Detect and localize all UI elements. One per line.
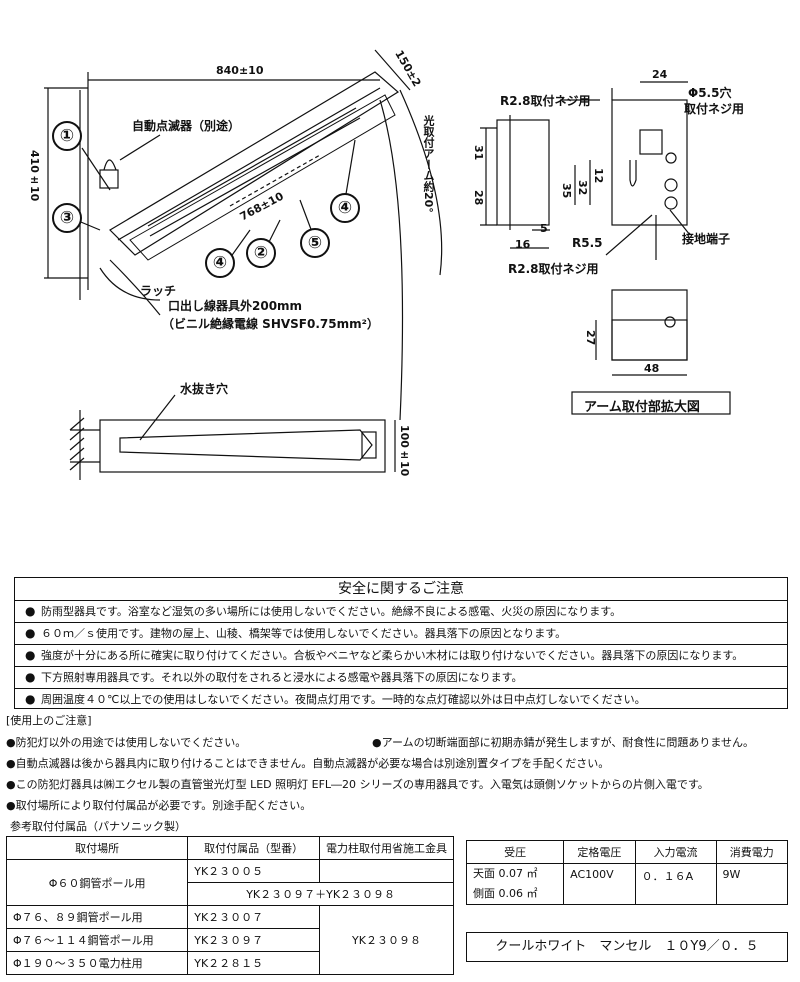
safety-item-text: 強度が十分にある所に確実に取り付けてください。合板やベニヤなど柔らかい木材には取… bbox=[41, 649, 744, 662]
bullet-icon: ● bbox=[25, 670, 36, 684]
cover-width-dimension: 100±10 bbox=[398, 425, 411, 477]
pressure-side: 側面 0.06 ㎡ bbox=[473, 887, 538, 900]
height-dimension: 410±10 bbox=[28, 150, 41, 202]
safety-item: ● 強度が十分にある所に確実に取り付けてください。合板やベニヤなど柔らかい木材には… bbox=[15, 645, 787, 667]
table-cell: YK２３０９７ bbox=[187, 928, 320, 952]
detail-dim-32: 32 bbox=[576, 180, 589, 196]
r55-label: R5.5 bbox=[572, 236, 603, 250]
safety-item-text: ６０ｍ／ｓ使用です。建物の屋上、山稜、橋架等では使用しないでください。器具落下の… bbox=[41, 627, 567, 640]
wire-label: 口出し線器具外200mm bbox=[168, 299, 303, 313]
table-header-row: 取付場所 取付付属品（型番） 電力柱取付用省施工金具 bbox=[5, 836, 454, 860]
usage-note-5: ●取付場所により取付付属品が必要です。別途手配ください。 bbox=[6, 799, 312, 812]
part-marker-4a: ④ bbox=[205, 248, 235, 278]
usage-heading: [使用上のご注意] bbox=[6, 714, 92, 727]
sensor-label: 自動点滅器（別途） bbox=[132, 119, 241, 133]
width-dimension: 840±10 bbox=[216, 64, 264, 77]
table-cell: YK２３０９８ bbox=[319, 905, 454, 975]
table-header-row: 受圧 定格電圧 入力電流 消費電力 bbox=[465, 840, 789, 864]
r28-bottom-label: R2.8取付ネジ用 bbox=[508, 262, 599, 276]
safety-item: ● 周囲温度４０℃以上での使用はしないでください。夜間点灯用です。一時的な点灯確認… bbox=[15, 689, 787, 710]
pressure-top: 天面 0.07 ㎡ bbox=[473, 867, 538, 880]
safety-item: ● ６０ｍ／ｓ使用です。建物の屋上、山稜、橋架等では使用しないでください。器具落下… bbox=[15, 623, 787, 645]
accessories-table: 取付場所 取付付属品（型番） 電力柱取付用省施工金具 Φ６０鋼管ポール用 YK２… bbox=[5, 836, 454, 975]
table-cell: Φ７６～１１４鋼管ポール用 bbox=[5, 928, 189, 952]
bullet-icon: ● bbox=[25, 604, 36, 618]
detail-dim-35: 35 bbox=[560, 183, 573, 199]
luminaire-side-view-drawing bbox=[44, 49, 731, 480]
part-marker-4b: ④ bbox=[330, 193, 360, 223]
table-cell: YK２３００５ bbox=[187, 859, 320, 883]
safety-item: ● 下方照射専用器具です。それ以外の取付をされると浸水による感電や器具落下の原因に… bbox=[15, 667, 787, 689]
table-cell: Φ１９０～３５０電力柱用 bbox=[5, 951, 189, 975]
table-row: Φ６０鋼管ポール用 YK２３００５ bbox=[5, 859, 454, 906]
usage-note-4: ●この防犯灯器具は㈱エクセル製の直管蛍光灯型 LED 照明灯 EFL―20 シリ… bbox=[6, 778, 709, 791]
table-header: 消費電力 bbox=[715, 840, 789, 864]
usage-note-3: ●自動点滅器は後から器具内に取り付けることはできません。自動点滅器が必要な場合は… bbox=[6, 757, 610, 770]
part-marker-1: ① bbox=[52, 121, 82, 151]
detail-dim-12: 12 bbox=[592, 168, 605, 184]
power-cell: 9W bbox=[715, 863, 789, 905]
latch-label: ラッチ bbox=[140, 284, 177, 298]
bullet-icon: ● bbox=[25, 626, 36, 640]
table-header: 取付場所 bbox=[5, 836, 189, 860]
table-row: Φ７６～１１４鋼管ポール用 YK２３０９７ bbox=[5, 928, 454, 952]
current-cell: ０．１６A bbox=[634, 863, 717, 905]
usage-note-1: ●防犯灯以外の用途では使用しないでください。 bbox=[6, 736, 247, 749]
arm-angle-label: 光取付アーム約20° bbox=[422, 115, 435, 213]
table-header: 入力電流 bbox=[634, 840, 717, 864]
table-header: 電力柱取付用省施工金具 bbox=[319, 836, 454, 860]
part-marker-3: ③ bbox=[52, 203, 82, 233]
table-cell: YK２３００７ bbox=[187, 905, 320, 929]
safety-notice-box: 安全に関するご注意 ● 防雨型器具です。浴室など湿気の多い場所には使用しないでくだ… bbox=[14, 577, 788, 709]
part-marker-2: ② bbox=[246, 238, 276, 268]
detail-dim-28: 28 bbox=[472, 190, 485, 206]
voltage-cell: AC100V bbox=[563, 863, 636, 905]
table-header: 取付付属品（型番） bbox=[187, 836, 320, 860]
color-spec: クールホワイト マンセル １０Y9／０．５ bbox=[495, 939, 759, 954]
bullet-icon: ● bbox=[25, 648, 36, 662]
safety-item-text: 下方照射専用器具です。それ以外の取付をされると浸水による感電や器具落下の原因にな… bbox=[41, 671, 523, 684]
safety-title: 安全に関するご注意 bbox=[15, 578, 787, 601]
safety-item: ● 防雨型器具です。浴室など湿気の多い場所には使用しないでください。絶縁不良による… bbox=[15, 601, 787, 623]
detail-dim-16: 16 bbox=[515, 238, 531, 251]
table-row: Φ７６、８９鋼管ポール用 YK２３００７ YK２３０９８ bbox=[5, 905, 454, 975]
detail-caption: アーム取付部拡大図 bbox=[584, 400, 700, 415]
table-header: 受圧 bbox=[465, 840, 565, 864]
table-row: YK２３０９７＋YK２３０９８ bbox=[7, 882, 454, 906]
accessories-heading: 参考取付付属品（パナソニック製） bbox=[10, 820, 186, 833]
drain-hole-label: 水抜き穴 bbox=[180, 382, 229, 396]
wire-spec-label: （ビニル絶縁電線 SHVSF0.75mm²） bbox=[162, 317, 379, 331]
table-cell: Φ７６、８９鋼管ポール用 bbox=[5, 905, 189, 929]
detail-dim-48: 48 bbox=[644, 362, 660, 375]
table-cell bbox=[319, 859, 454, 883]
color-spec-box: クールホワイト マンセル １０Y9／０．５ bbox=[466, 932, 788, 962]
hole-screw-label: 取付ネジ用 bbox=[684, 102, 745, 116]
table-header: 定格電圧 bbox=[563, 840, 636, 864]
detail-dim-27: 27 bbox=[584, 330, 597, 346]
part-marker-5: ⑤ bbox=[300, 228, 330, 258]
safety-item-text: 防雨型器具です。浴室など湿気の多い場所には使用しないでください。絶縁不良による感… bbox=[41, 605, 622, 618]
detail-dim-5: 5 bbox=[540, 222, 548, 235]
bullet-icon: ● bbox=[25, 692, 36, 706]
detail-dim-24: 24 bbox=[652, 68, 668, 81]
table-cell: YK２２８１５ bbox=[187, 951, 320, 975]
r28-screw-label: R2.8取付ネジ用 bbox=[500, 94, 591, 108]
table-cell: Φ６０鋼管ポール用 bbox=[5, 859, 189, 906]
ground-terminal-label: 接地端子 bbox=[682, 232, 731, 246]
table-cell: YK２３０９７＋YK２３０９８ bbox=[187, 882, 454, 906]
safety-item-text: 周囲温度４０℃以上での使用はしないでください。夜間点灯用です。一時的な点灯確認以… bbox=[41, 693, 646, 706]
hole-label: Φ5.5穴 bbox=[688, 86, 732, 100]
detail-dim-31: 31 bbox=[472, 145, 485, 161]
usage-note-2: ●アームの切断端面部に初期赤錆が発生しますが、耐食性に問題ありません。 bbox=[372, 736, 755, 749]
table-row: Φ１９０～３５０電力柱用 YK２２８１５ bbox=[5, 951, 454, 975]
